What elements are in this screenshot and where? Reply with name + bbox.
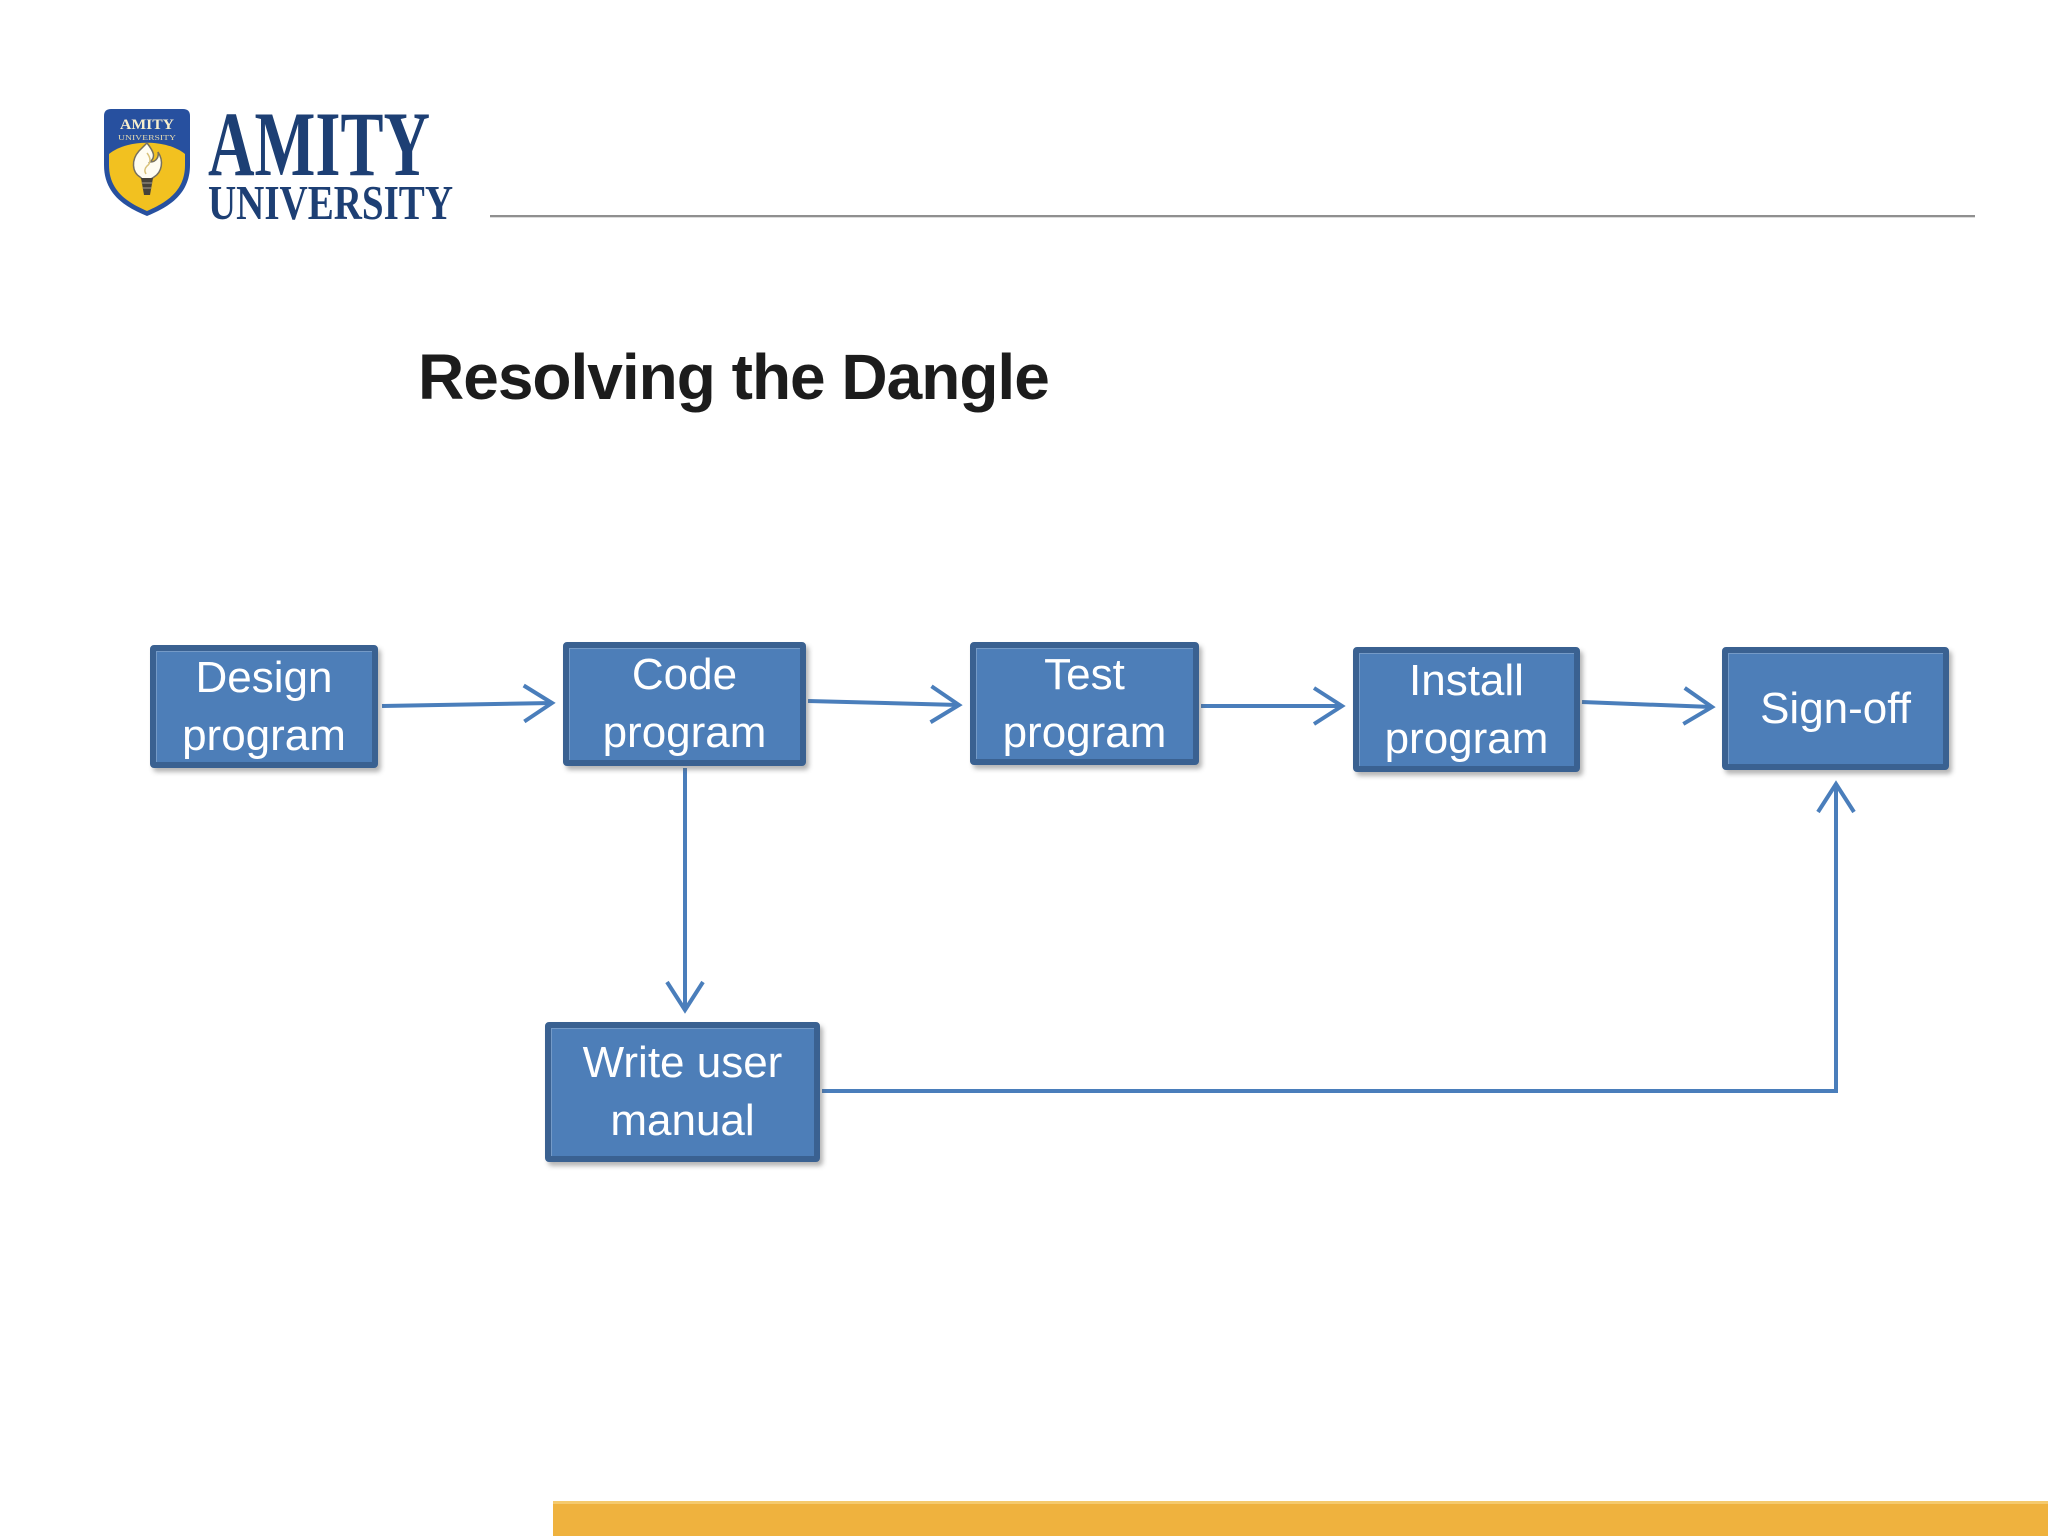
node-label-line: manual — [610, 1096, 755, 1145]
node-label-line: program — [1384, 713, 1549, 763]
node-label-line: Code — [631, 650, 738, 699]
flowchart-node-test: Test program — [970, 642, 1199, 765]
flowchart-node-signoff: Sign-off — [1722, 647, 1949, 770]
shield-text-university: UNIVERSITY — [118, 133, 177, 142]
flowchart-node-design: Design program — [150, 645, 378, 768]
node-label-line: Write user — [582, 1038, 783, 1087]
wordmark-amity: AMITY — [208, 103, 430, 195]
amity-university-logo: AMITY UNIVERSITY AMITY UNIVERSITY — [104, 103, 453, 225]
node-label-line: Test — [1044, 649, 1125, 699]
edge-install-signoff — [1581, 686, 1716, 726]
wordmark-university: UNIVERSITY — [208, 175, 453, 225]
node-label-line: Design — [195, 652, 333, 702]
flowchart-node-install: Install program — [1353, 647, 1580, 772]
node-label-line: Install — [1409, 655, 1524, 705]
flowchart-node-code: Code program — [563, 642, 806, 766]
amity-shield-icon: AMITY UNIVERSITY — [104, 109, 190, 216]
edge-code-test — [807, 684, 963, 724]
edge-design-code — [381, 683, 556, 724]
node-label-line: Sign-off — [1760, 683, 1911, 733]
footer-accent-bar — [553, 1501, 2048, 1536]
node-label-line: program — [1002, 707, 1167, 757]
page-title: Resolving the Dangle — [418, 341, 1050, 413]
node-label-line: program — [602, 708, 767, 757]
shield-text-amity: AMITY — [120, 117, 174, 133]
edge-manual-signoff — [822, 780, 1856, 1093]
header-divider-line — [490, 215, 1975, 218]
amity-wordmark: AMITY UNIVERSITY — [208, 103, 453, 225]
flowchart-node-write-user-manual: Write user manual — [545, 1022, 820, 1162]
node-label-line: program — [182, 710, 346, 760]
